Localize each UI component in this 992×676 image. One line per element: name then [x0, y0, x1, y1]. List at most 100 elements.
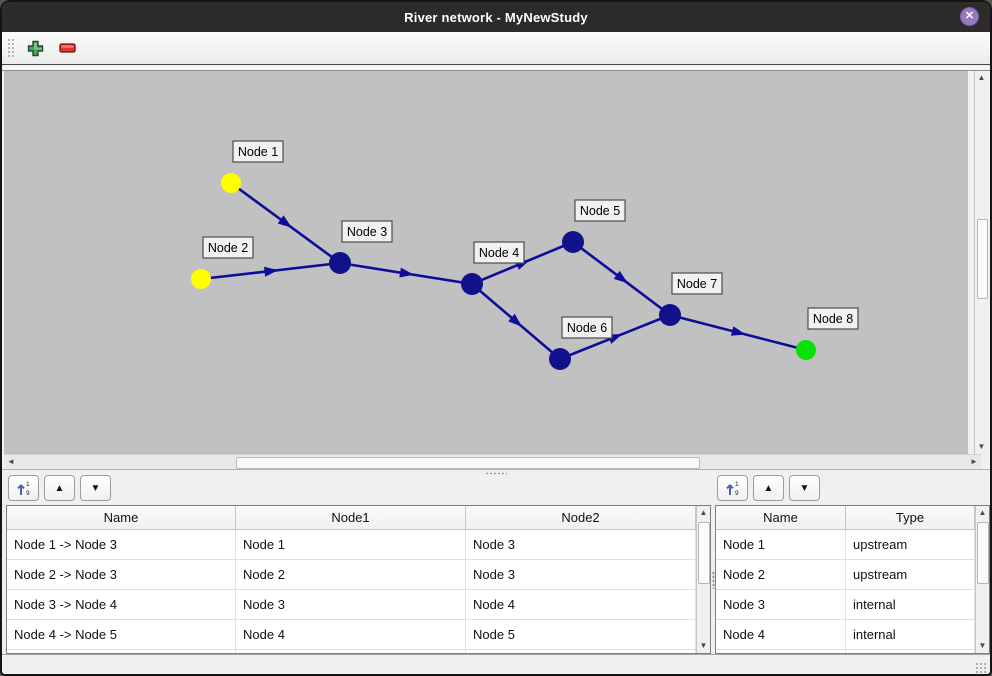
- nodes-toolbar: 1 9 ▲ ▼: [717, 474, 820, 502]
- branches-cell[interactable]: Node 4 -> Node 5: [7, 620, 236, 649]
- edge-arrow-icon: [730, 326, 746, 336]
- plus-icon: [27, 40, 43, 56]
- nodes-header-type[interactable]: Type: [846, 506, 975, 529]
- nodes-row-5[interactable]: [716, 650, 989, 653]
- scroll-right-icon[interactable]: ►: [970, 457, 978, 466]
- node-node-3[interactable]: [329, 252, 351, 274]
- node-label-box[interactable]: [807, 307, 859, 330]
- node-label-box[interactable]: [202, 236, 254, 259]
- branches-cell[interactable]: Node 2 -> Node 3: [7, 560, 236, 589]
- nodes-cell[interactable]: Node 4: [716, 620, 846, 649]
- nodes-move-down-button[interactable]: ▼: [789, 475, 820, 501]
- branches-cell[interactable]: Node 3: [466, 560, 696, 589]
- node-label-box[interactable]: [671, 272, 723, 295]
- resize-grip[interactable]: [975, 662, 987, 674]
- branches-cell[interactable]: Node 1: [236, 530, 466, 559]
- node-node-1[interactable]: [221, 173, 241, 193]
- nodes-cell[interactable]: upstream: [846, 530, 975, 559]
- nodes-cell[interactable]: upstream: [846, 560, 975, 589]
- nodes-cell[interactable]: Node 2: [716, 560, 846, 589]
- add-branch-button[interactable]: [22, 36, 48, 60]
- branches-table-scrollbar[interactable]: ▲ ▼: [696, 506, 710, 653]
- nodes-scroll-thumb[interactable]: [977, 522, 989, 584]
- branches-move-up-button[interactable]: ▲: [44, 475, 75, 501]
- scroll-down-icon[interactable]: ▼: [699, 641, 708, 650]
- branches-cell[interactable]: Node 3: [466, 530, 696, 559]
- nodes-cell[interactable]: Node 3: [716, 590, 846, 619]
- node-label-box[interactable]: [574, 199, 626, 222]
- node-label-node-5: Node 5: [574, 199, 626, 222]
- node-label-text: Node 5: [580, 204, 620, 218]
- branches-cell[interactable]: Node 5: [466, 620, 696, 649]
- node-label-node-7: Node 7: [671, 272, 723, 295]
- canvas-vscroll-thumb[interactable]: [977, 219, 988, 299]
- canvas-vertical-scrollbar[interactable]: ▲ ▼: [974, 71, 988, 454]
- sort-ascending-icon: 1 9: [726, 481, 739, 496]
- branches-header-name[interactable]: Name: [7, 506, 236, 529]
- branches-cell[interactable]: Node 4: [466, 590, 696, 619]
- branches-cell[interactable]: [7, 650, 236, 653]
- node-node-6[interactable]: [549, 348, 571, 370]
- horizontal-splitter[interactable]: [2, 470, 990, 476]
- vertical-splitter[interactable]: [711, 505, 715, 654]
- node-node-4[interactable]: [461, 273, 483, 295]
- branches-header-node1[interactable]: Node1: [236, 506, 466, 529]
- branches-sort-button[interactable]: 1 9: [8, 475, 39, 501]
- nodes-sort-button[interactable]: 1 9: [717, 475, 748, 501]
- status-bar: [2, 654, 990, 674]
- remove-branch-button[interactable]: [55, 36, 81, 60]
- branches-header-node2[interactable]: Node2: [466, 506, 696, 529]
- nodes-cell[interactable]: internal: [846, 620, 975, 649]
- node-label-text: Node 3: [347, 225, 387, 239]
- branches-cell[interactable]: Node 3 -> Node 4: [7, 590, 236, 619]
- nodes-cell[interactable]: [846, 650, 975, 653]
- canvas-horizontal-scrollbar[interactable]: ◄ ►: [4, 454, 982, 469]
- branches-cell[interactable]: Node 2: [236, 560, 466, 589]
- branches-scroll-thumb[interactable]: [698, 522, 710, 584]
- nodes-header-name[interactable]: Name: [716, 506, 846, 529]
- branches-move-down-button[interactable]: ▼: [80, 475, 111, 501]
- up-triangle-icon: ▲: [763, 482, 774, 494]
- scroll-down-icon[interactable]: ▼: [978, 641, 987, 650]
- scroll-left-icon[interactable]: ◄: [7, 457, 15, 466]
- scroll-up-icon[interactable]: ▲: [699, 508, 708, 517]
- close-icon: ✕: [964, 10, 975, 22]
- close-button[interactable]: ✕: [960, 7, 979, 26]
- node-node-7[interactable]: [659, 304, 681, 326]
- node-label-box[interactable]: [473, 241, 525, 264]
- scroll-up-icon[interactable]: ▲: [978, 508, 987, 517]
- scroll-up-icon[interactable]: ▲: [977, 73, 986, 82]
- branches-cell[interactable]: Node 3: [236, 590, 466, 619]
- branches-row-5[interactable]: [7, 650, 710, 653]
- nodes-cell[interactable]: internal: [846, 590, 975, 619]
- node-label-box[interactable]: [232, 140, 284, 163]
- node-label-box[interactable]: [561, 316, 613, 339]
- branches-cell[interactable]: Node 1 -> Node 3: [7, 530, 236, 559]
- nodes-move-up-button[interactable]: ▲: [753, 475, 784, 501]
- branches-cell[interactable]: Node 4: [236, 620, 466, 649]
- node-node-2[interactable]: [191, 269, 211, 289]
- node-node-5[interactable]: [562, 231, 584, 253]
- canvas-hscroll-thumb[interactable]: [236, 457, 700, 469]
- nodes-cell[interactable]: Node 1: [716, 530, 846, 559]
- branches-cell[interactable]: [466, 650, 696, 653]
- branches-cell[interactable]: [236, 650, 466, 653]
- node-label-box[interactable]: [341, 220, 393, 243]
- edge-arrow-icon: [613, 270, 628, 284]
- node-node-8[interactable]: [796, 340, 816, 360]
- scroll-down-icon[interactable]: ▼: [977, 442, 986, 451]
- nodes-cell[interactable]: [716, 650, 846, 653]
- toolbar-drag-handle[interactable]: [7, 38, 14, 58]
- titlebar[interactable]: River network - MyNewStudy ✕: [2, 2, 990, 32]
- nodes-table-scrollbar[interactable]: ▲ ▼: [975, 506, 989, 653]
